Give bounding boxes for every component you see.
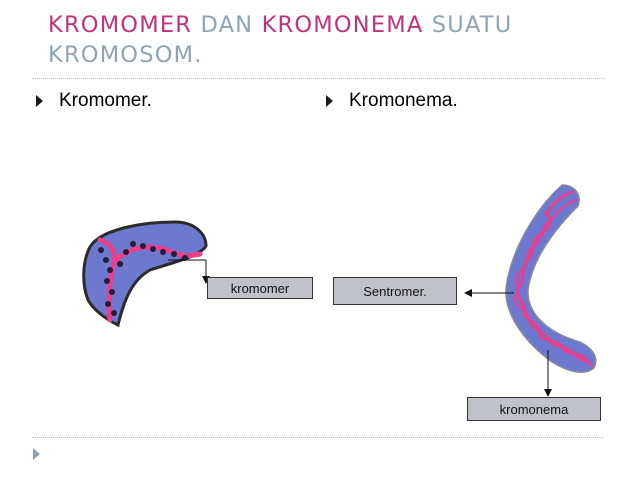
slide-title: KROMOMER DAN KROMONEMA SUATU KROMOSOM. <box>48 10 608 70</box>
chromomere-dot <box>140 243 146 249</box>
kromonema-arrowhead <box>544 389 552 397</box>
chromomere-dot <box>111 310 117 316</box>
title-divider <box>32 78 604 79</box>
chromomere-dot <box>160 249 166 255</box>
chromomere-dots <box>98 241 188 316</box>
label-kromonema: kromonema <box>467 397 601 421</box>
triangle-right-icon <box>326 95 333 107</box>
chromomere-dot <box>104 278 110 284</box>
chromomere-dot <box>150 246 156 252</box>
chromonema-illustration <box>464 184 597 397</box>
footer-divider <box>32 437 604 438</box>
label-kromomer: kromomer <box>207 277 313 299</box>
chromonema-strand-right-2 <box>512 198 594 368</box>
title-kromomer: KROMOMER <box>48 12 193 38</box>
chromomere-dot <box>123 249 129 255</box>
chromomere-dot <box>109 289 115 295</box>
bullet-kromonema-text: Kromonema. <box>349 90 458 111</box>
chromomere-dot <box>105 301 111 307</box>
chromomere-illustration <box>82 220 210 328</box>
label-sentromer: Sentromer. <box>333 277 457 305</box>
chromomere-dot <box>98 247 104 253</box>
chromosome-body-left <box>82 220 208 328</box>
triangle-right-icon <box>36 95 43 107</box>
chromosome-body-right <box>505 184 597 374</box>
title-dan: DAN <box>192 12 262 38</box>
bullet-kromonema: Kromonema. <box>326 90 458 112</box>
chromomere-dot <box>171 251 177 257</box>
title-rest: SUATU KROMOSOM. <box>48 12 513 68</box>
chromomere-dot <box>117 261 123 267</box>
chromomere-dot <box>130 241 136 247</box>
bullet-kromomer-text: Kromomer. <box>59 90 152 111</box>
title-kromonema: KROMONEMA <box>261 12 424 38</box>
bullet-kromomer: Kromomer. <box>36 90 152 112</box>
triangle-right-icon <box>33 448 40 460</box>
sentromer-arrowhead <box>464 289 472 297</box>
chromomere-dot <box>107 267 113 273</box>
chromomere-dot <box>103 257 109 263</box>
